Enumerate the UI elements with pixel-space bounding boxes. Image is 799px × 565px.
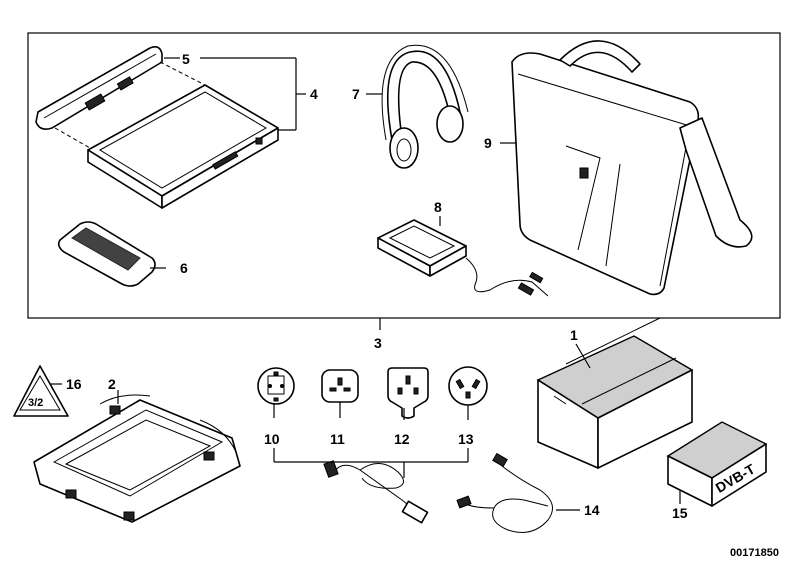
callout-12: 12 <box>394 431 410 447</box>
power-adapter[interactable] <box>377 219 549 297</box>
callout-4: 4 <box>310 86 318 102</box>
callout-7: 7 <box>352 86 360 102</box>
sign-text: 3/2 <box>28 397 43 409</box>
callout-8: 8 <box>434 199 442 215</box>
kit-frame <box>27 32 781 319</box>
extension-cable[interactable] <box>456 452 553 533</box>
callout-1: 1 <box>570 327 578 343</box>
callout-16: 16 <box>66 376 82 392</box>
diagram-reference-number: 00171850 <box>730 547 779 559</box>
mounting-bracket[interactable] <box>33 394 241 523</box>
callout-6: 6 <box>180 260 188 276</box>
callout-13: 13 <box>458 431 474 447</box>
plug-adapter-us[interactable] <box>448 366 488 406</box>
callout-3: 3 <box>374 335 382 351</box>
warning-sign[interactable]: 3/2 <box>13 365 69 417</box>
callout-2: 2 <box>108 376 116 392</box>
callout-5: 5 <box>182 51 190 67</box>
dvd-player[interactable] <box>87 84 279 209</box>
callout-11: 11 <box>330 431 345 447</box>
leader-lines <box>50 57 681 511</box>
large-box[interactable] <box>536 317 694 469</box>
plug-adapter-eu[interactable] <box>257 367 295 405</box>
callout-9: 9 <box>484 135 492 151</box>
monitor-bar[interactable] <box>35 46 163 130</box>
callout-10: 10 <box>264 431 280 447</box>
remote-control[interactable] <box>57 221 156 287</box>
callout-15: 15 <box>672 505 688 521</box>
power-cable[interactable] <box>323 460 429 524</box>
carrying-bag[interactable] <box>511 40 753 296</box>
callout-14: 14 <box>584 502 600 518</box>
plug-adapter-aus[interactable] <box>387 367 429 419</box>
headphones[interactable] <box>381 44 469 169</box>
dvb-t-box[interactable]: DVB-T <box>666 421 768 507</box>
plug-adapter-uk[interactable] <box>321 369 359 403</box>
